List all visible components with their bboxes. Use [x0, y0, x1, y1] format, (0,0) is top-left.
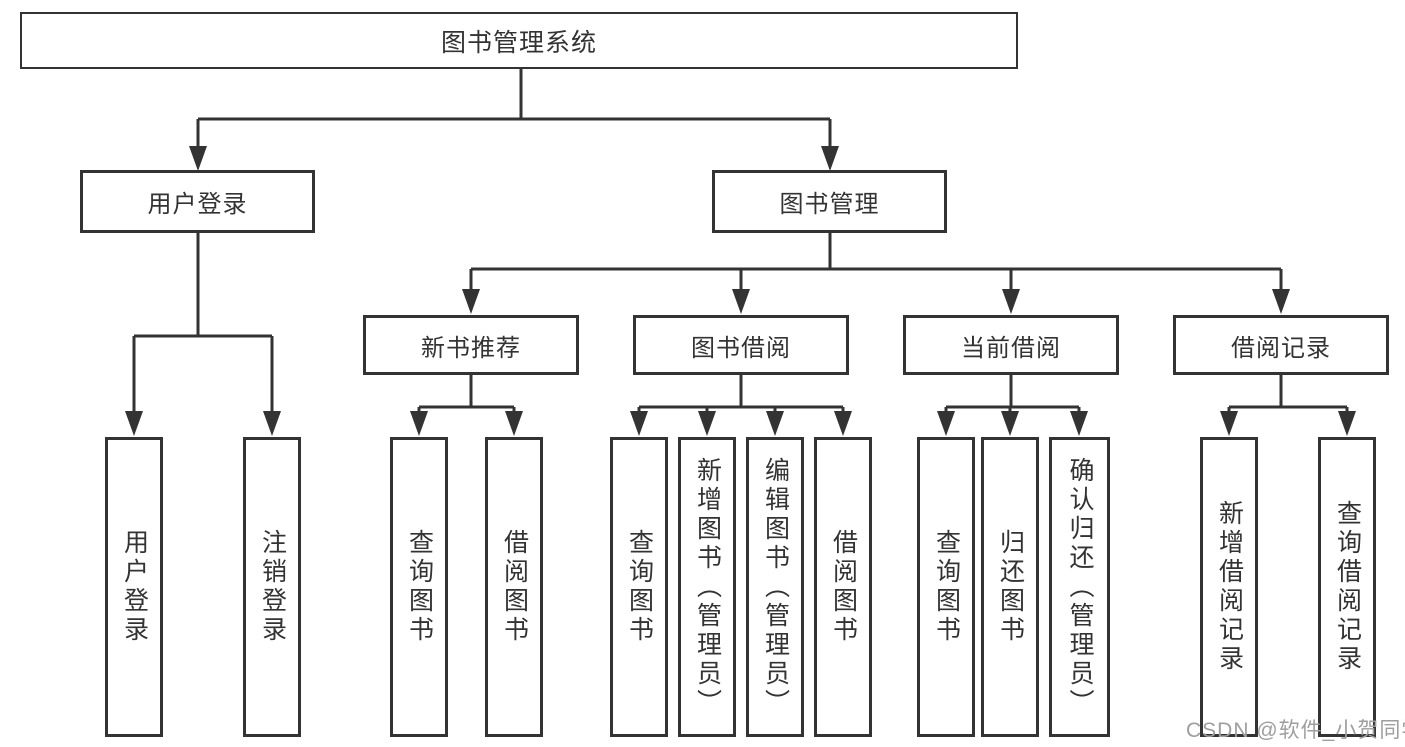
node-library-management-system: 图书管理系统: [20, 12, 1018, 69]
arrow-down-icon: [462, 289, 480, 314]
node-book-management: 图书管理: [712, 170, 947, 233]
node-leaf-query-books-recommend: 查询图书: [390, 437, 448, 737]
arrow-down-icon: [630, 411, 648, 436]
node-leaf-add-borrow-record: 新增借阅记录: [1200, 437, 1258, 737]
csdn-watermark: CSDN @软件_小贺同学: [1186, 719, 1405, 742]
node-leaf-confirm-return-admin: 确认归还（管理员）: [1049, 437, 1110, 737]
node-leaf-borrow-books: 借阅图书: [814, 437, 872, 737]
node-new-book-recommend: 新书推荐: [363, 315, 579, 375]
node-borrowing-records: 借阅记录: [1173, 315, 1389, 375]
arrow-down-icon: [937, 411, 955, 436]
arrow-down-icon: [263, 411, 281, 436]
arrow-down-icon: [1272, 289, 1290, 314]
node-user-login: 用户登录: [80, 170, 315, 233]
arrow-down-icon: [125, 411, 143, 436]
arrow-down-icon: [834, 411, 852, 436]
node-current-borrowing: 当前借阅: [903, 315, 1119, 375]
connector-book-borrowing-branch: [637, 375, 845, 424]
arrow-down-icon: [1002, 289, 1020, 314]
arrow-down-icon: [766, 411, 784, 436]
arrow-down-icon: [1338, 411, 1356, 436]
node-leaf-edit-books-admin: 编辑图书（管理员）: [746, 437, 804, 737]
arrow-down-icon: [1001, 411, 1019, 436]
connector-root-to-level2: [196, 69, 832, 160]
node-leaf-query-books-current: 查询图书: [917, 437, 975, 737]
connector-book-management-to-level3: [469, 233, 1283, 303]
connector-new-book-recommend-branch: [417, 375, 516, 424]
arrow-down-icon: [1220, 411, 1238, 436]
arrow-down-icon: [189, 146, 207, 171]
node-leaf-add-books-admin: 新增图书（管理员）: [678, 437, 736, 737]
connector-current-borrowing-branch: [944, 375, 1081, 424]
node-leaf-return-books: 归还图书: [981, 437, 1039, 737]
connector-borrowing-records-branch: [1227, 375, 1349, 424]
arrow-down-icon: [410, 411, 428, 436]
arrow-down-icon: [698, 411, 716, 436]
node-leaf-user-login: 用户登录: [105, 437, 163, 737]
node-leaf-query-books-borrowing: 查询图书: [610, 437, 668, 737]
arrow-down-icon: [1070, 411, 1088, 436]
node-book-borrowing: 图书借阅: [633, 315, 849, 375]
connector-user-login-branch: [132, 233, 274, 424]
arrow-down-icon: [732, 289, 750, 314]
arrow-down-icon: [505, 411, 523, 436]
arrow-down-icon: [821, 146, 839, 171]
node-leaf-logout: 注销登录: [243, 437, 301, 737]
node-leaf-borrow-books-recommend: 借阅图书: [485, 437, 543, 737]
node-leaf-query-borrow-record: 查询借阅记录: [1318, 437, 1376, 737]
